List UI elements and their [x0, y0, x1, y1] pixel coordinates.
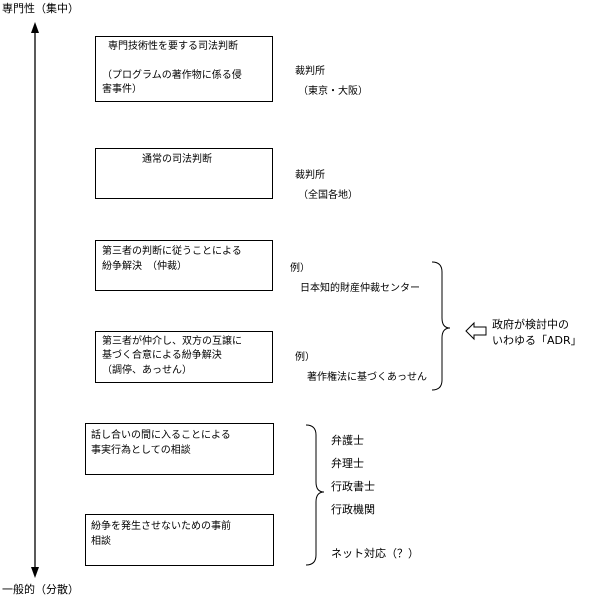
adr-note-line: 政府が検討中の — [492, 318, 569, 331]
court-label: 裁判所 — [295, 66, 325, 77]
box-text-line: 事実行為としての相談 — [91, 445, 191, 456]
box-specialized-judgment: 専門技術性を要する司法判断 （プログラムの著作物に係る侵 害事件） — [95, 36, 273, 102]
example-text: 日本知的財産仲裁センター — [300, 283, 420, 294]
box-text-line: 相談 — [91, 536, 111, 547]
box-text-line: 基づく合意による紛争解決 — [102, 350, 222, 361]
box-text-line: 話し合いの間に入ることによる — [91, 430, 231, 441]
example-text: 著作権法に基づくあっせん — [307, 372, 427, 383]
consultants-brace — [305, 424, 325, 566]
consultant-item: 行政書士 — [331, 480, 375, 493]
example-prefix: 例） — [295, 352, 315, 363]
example-prefix: 例） — [290, 263, 310, 274]
consultant-item: ネット対応（？） — [331, 547, 419, 560]
box-text-line: （調停、あっせん） — [102, 365, 192, 376]
box-text-line: 第三者の判断に従うことによる — [102, 246, 242, 257]
axis-bottom-label: 一般的（分散） — [2, 583, 79, 596]
box-text-line: 紛争を発生させないための事前 — [91, 521, 231, 532]
box-text-line: 専門技術性を要する司法判断 — [108, 41, 238, 52]
box-arbitration: 第三者の判断に従うことによる 紛争解決 （仲裁） — [95, 240, 273, 291]
box-text-line: 害事件） — [102, 84, 142, 95]
box-mediation: 第三者が仲介し、双方の互譲に 基づく合意による紛争解決 （調停、あっせん） — [95, 331, 273, 383]
box-text-line: 通常の司法判断 — [142, 154, 212, 165]
adr-hollow-arrow-icon — [465, 321, 487, 341]
court-label: 裁判所 — [295, 170, 325, 181]
axis-arrow-up — [31, 22, 39, 33]
consultant-item: 弁護士 — [331, 434, 364, 447]
axis-top-label: 専門性（集中） — [2, 2, 79, 15]
adr-note-line: いわゆる「ADR」 — [492, 334, 582, 347]
court-location: （全国各地） — [298, 190, 358, 201]
consultant-item: 行政機関 — [331, 503, 375, 516]
consultant-item: 弁理士 — [331, 457, 364, 470]
box-text-line: （プログラムの著作物に係る侵 — [102, 70, 242, 81]
court-location: （東京・大阪） — [298, 86, 368, 97]
box-text-line: 紛争解決 （仲裁） — [102, 261, 187, 272]
examples-brace — [431, 261, 451, 391]
box-ordinary-judgment: 通常の司法判断 — [95, 148, 273, 199]
box-text-line: 第三者が仲介し、双方の互譲に — [102, 336, 242, 347]
box-consultation: 話し合いの間に入ることによる 事実行為としての相談 — [85, 423, 274, 475]
box-prevention: 紛争を発生させないための事前 相談 — [85, 514, 274, 566]
axis-arrow-down — [31, 567, 39, 578]
